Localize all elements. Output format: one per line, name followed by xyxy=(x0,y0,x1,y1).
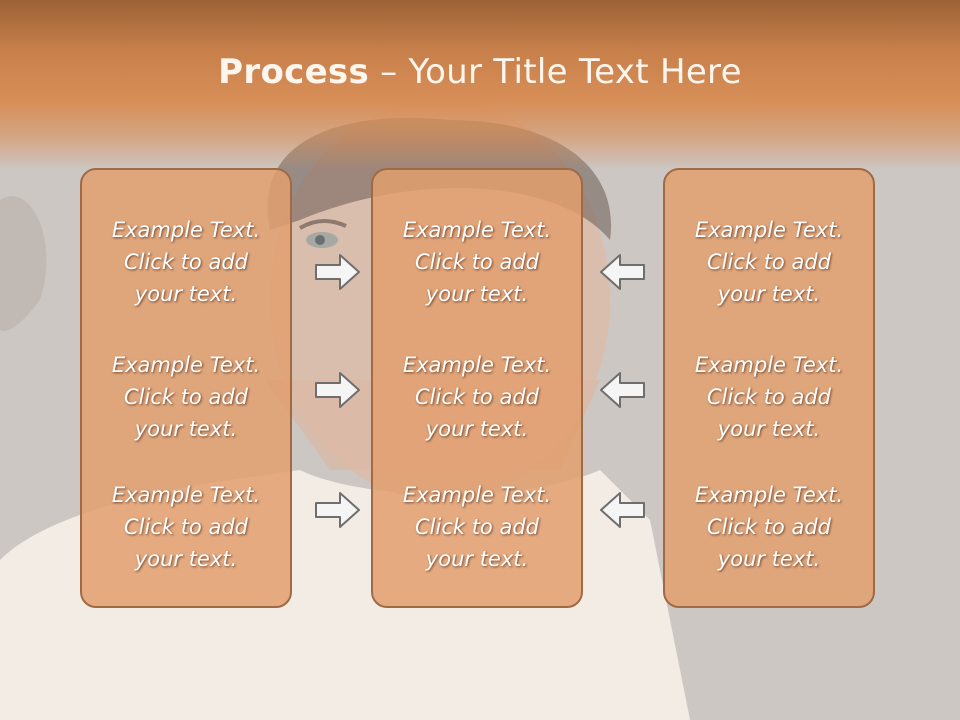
process-box-left[interactable]: Example Text. Click to add your text. Ex… xyxy=(80,168,292,608)
title-rest: – Your Title Text Here xyxy=(369,52,742,92)
box-text-block[interactable]: Example Text. Click to add your text. xyxy=(665,214,873,310)
text-line: your text. xyxy=(134,282,238,306)
text-line: Click to add xyxy=(123,515,248,539)
box-text-block[interactable]: Example Text. Click to add your text. xyxy=(373,214,581,310)
text-line: your text. xyxy=(425,417,529,441)
text-line: Click to add xyxy=(414,385,539,409)
text-line: Example Text. xyxy=(111,353,261,377)
text-line: Example Text. xyxy=(402,353,552,377)
text-line: Example Text. xyxy=(402,218,552,242)
text-line: Example Text. xyxy=(694,483,844,507)
text-line: Click to add xyxy=(706,385,831,409)
slide-title[interactable]: Process – Your Title Text Here xyxy=(0,52,960,92)
text-line: Click to add xyxy=(414,515,539,539)
text-line: your text. xyxy=(717,282,821,306)
box-text-block[interactable]: Example Text. Click to add your text. xyxy=(82,214,290,310)
box-text-block[interactable]: Example Text. Click to add your text. xyxy=(373,479,581,575)
left-arrow-icon[interactable] xyxy=(598,490,646,530)
box-text-block[interactable]: Example Text. Click to add your text. xyxy=(82,479,290,575)
text-line: Example Text. xyxy=(694,218,844,242)
text-line: Example Text. xyxy=(402,483,552,507)
text-line: Click to add xyxy=(706,250,831,274)
left-arrow-icon[interactable] xyxy=(598,252,646,292)
box-text-block[interactable]: Example Text. Click to add your text. xyxy=(665,479,873,575)
text-line: Click to add xyxy=(123,250,248,274)
title-bold: Process xyxy=(218,52,370,92)
left-arrow-icon[interactable] xyxy=(598,370,646,410)
box-text-block[interactable]: Example Text. Click to add your text. xyxy=(82,349,290,445)
process-box-center[interactable]: Example Text. Click to add your text. Ex… xyxy=(371,168,583,608)
text-line: Click to add xyxy=(706,515,831,539)
text-line: Click to add xyxy=(123,385,248,409)
text-line: Example Text. xyxy=(111,218,261,242)
text-line: your text. xyxy=(717,547,821,571)
text-line: your text. xyxy=(134,547,238,571)
text-line: your text. xyxy=(425,282,529,306)
right-arrow-icon[interactable] xyxy=(314,490,362,530)
header-band xyxy=(0,0,960,170)
right-arrow-icon[interactable] xyxy=(314,252,362,292)
right-arrow-icon[interactable] xyxy=(314,370,362,410)
text-line: your text. xyxy=(425,547,529,571)
process-box-right[interactable]: Example Text. Click to add your text. Ex… xyxy=(663,168,875,608)
box-text-block[interactable]: Example Text. Click to add your text. xyxy=(373,349,581,445)
text-line: Example Text. xyxy=(111,483,261,507)
box-text-block[interactable]: Example Text. Click to add your text. xyxy=(665,349,873,445)
text-line: Click to add xyxy=(414,250,539,274)
text-line: your text. xyxy=(134,417,238,441)
text-line: Example Text. xyxy=(694,353,844,377)
text-line: your text. xyxy=(717,417,821,441)
